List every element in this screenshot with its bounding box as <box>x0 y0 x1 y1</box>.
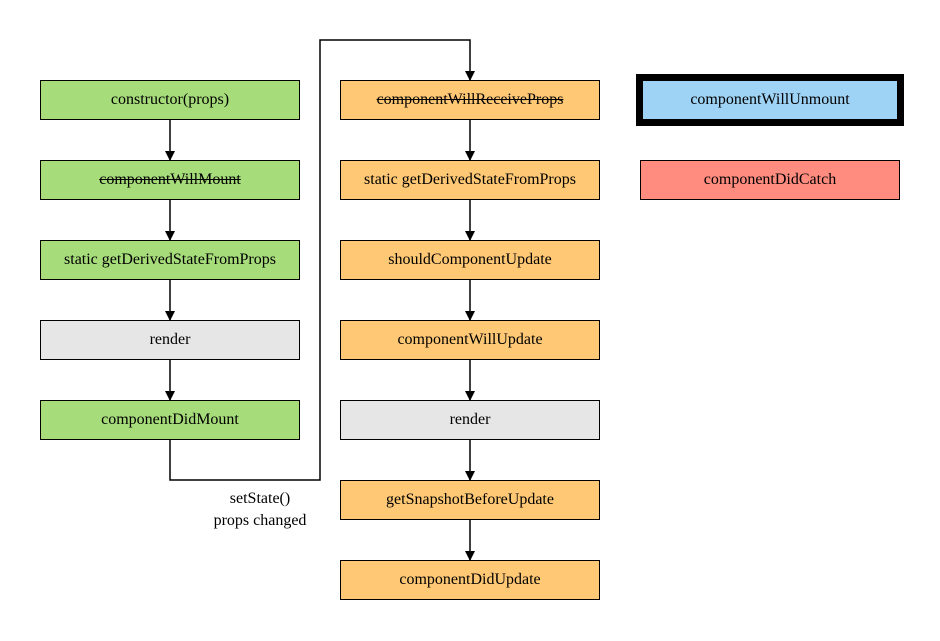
node-label: render <box>449 411 491 428</box>
node-label: constructor(props) <box>110 91 230 108</box>
transition-arrow <box>169 39 475 481</box>
update-node-shouldcomponentupdate: shouldComponentUpdate <box>340 240 600 280</box>
update-node-getsnapshotbeforeupdate: getSnapshotBeforeUpdate <box>340 480 600 520</box>
mount-node-static-getderivedstatefromprops: static getDerivedStateFromProps <box>40 240 300 280</box>
update-node-componentwillupdate: componentWillUpdate <box>340 320 600 360</box>
node-label: componentDidMount <box>101 411 239 428</box>
update-node-componentdidupdate: componentDidUpdate <box>340 560 600 600</box>
update-node-static-getderivedstatefromprops: static getDerivedStateFromProps <box>340 160 600 200</box>
node-label: shouldComponentUpdate <box>388 251 552 268</box>
mount-node-render: render <box>40 320 300 360</box>
node-label: componentWillUpdate <box>397 331 543 348</box>
update-node-render: render <box>340 400 600 440</box>
transition-label: setState() props changed <box>190 488 330 532</box>
node-label: getSnapshotBeforeUpdate <box>386 491 554 508</box>
mount-node-componentwillmount: componentWillMount <box>40 160 300 200</box>
node-componentdidcatch: componentDidCatch <box>640 160 900 200</box>
transition-label-line-2: props changed <box>213 512 307 529</box>
node-label: componentWillReceiveProps <box>376 91 564 108</box>
transition-label-line-1: setState() <box>229 490 291 507</box>
node-label: componentDidCatch <box>703 171 837 188</box>
node-label: static getDerivedStateFromProps <box>364 171 576 188</box>
node-label: componentDidUpdate <box>399 571 541 588</box>
mount-node-componentdidmount: componentDidMount <box>40 400 300 440</box>
node-label: static getDerivedStateFromProps <box>64 251 276 268</box>
node-label: componentWillUnmount <box>690 91 850 108</box>
mount-node-constructor-props: constructor(props) <box>40 80 300 120</box>
node-label: render <box>149 331 191 348</box>
node-componentwillunmount: componentWillUnmount <box>636 74 904 126</box>
update-node-componentwillreceiveprops: componentWillReceiveProps <box>340 80 600 120</box>
node-label: componentWillMount <box>99 171 241 188</box>
